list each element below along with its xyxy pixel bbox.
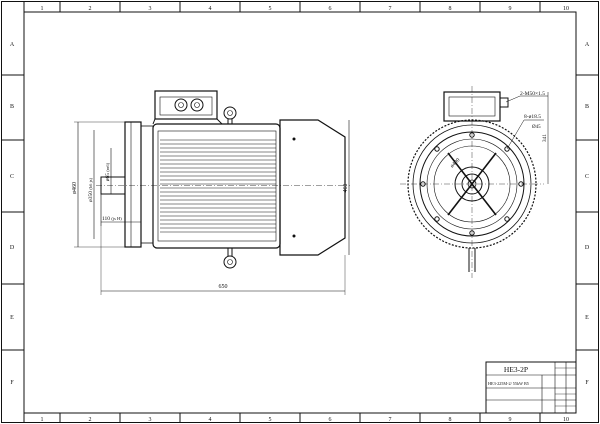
col-label: 9 [509, 417, 512, 423]
row-label: C [585, 174, 589, 180]
row-label: F [585, 380, 589, 386]
title-text: HE3-2P [504, 365, 528, 374]
row-label: F [10, 380, 14, 386]
dim-flange-dia: ø350 [88, 191, 94, 202]
dim-shaft-dia: ø65 [105, 173, 111, 182]
end-view: 2-M50×1.5 8-ø18.5 Ø45 ø400 341 [400, 86, 549, 278]
row-label: E [10, 315, 14, 321]
title-block: HE3-2P HE3-225M-2/ 55kW B5 [485, 361, 577, 414]
col-label: 4 [209, 417, 212, 423]
dim-shaft-len: 110 [102, 216, 110, 222]
row-label: B [585, 104, 589, 110]
col-label: 8 [449, 6, 452, 12]
column-zones: 1 2 3 4 5 6 7 8 9 10 1 2 3 4 5 6 7 8 9 1… [23, 1, 569, 423]
model-text: HE3-225M-2/ 55kW B5 [488, 381, 529, 386]
col-label: 1 [41, 417, 44, 423]
col-label: 6 [329, 6, 332, 12]
terminal-box [154, 90, 218, 120]
col-label: 8 [449, 417, 452, 423]
col-label: 4 [209, 6, 212, 12]
col-label: 5 [269, 6, 272, 12]
bolt-hole [434, 146, 440, 152]
flange [124, 121, 142, 248]
cable-gland [174, 98, 188, 112]
flange-spigot [140, 125, 154, 244]
col-label: 2 [89, 6, 92, 12]
col-label: 6 [329, 417, 332, 423]
col-label: 1 [41, 6, 44, 12]
bolt-hole [504, 216, 510, 222]
lifting-eye [223, 106, 237, 120]
fan-cowl [279, 119, 346, 256]
dim-shaft-tol: (m6) [105, 162, 110, 171]
motor-body [152, 123, 281, 249]
col-label: 7 [389, 6, 392, 12]
bolt-hole [504, 146, 510, 152]
row-label: D [10, 245, 15, 251]
cooling-fins [160, 139, 276, 233]
row-label: B [10, 104, 14, 110]
dim-holes: 8-ø18.5 [524, 114, 541, 120]
col-label: 9 [509, 6, 512, 12]
row-label: A [585, 42, 590, 48]
cable-gland-end [499, 97, 509, 108]
bolt-hole [434, 216, 440, 222]
row-label: C [10, 174, 14, 180]
col-label: 3 [149, 6, 152, 12]
dim-pcd-leader: Ø45 [532, 125, 541, 130]
dim-center-height: 461 [343, 184, 349, 193]
row-label: E [585, 315, 589, 321]
dim-flange-tol: (h6 js) [88, 178, 93, 190]
col-label: 10 [563, 417, 569, 423]
dim-overall-height: ø460 [72, 182, 78, 194]
col-label: 7 [389, 417, 392, 423]
dim-cable-entry: 2-M50×1.5 [520, 91, 545, 97]
col-label: 10 [563, 6, 569, 12]
row-zones: A B C D E F A B C D E F [1, 42, 599, 386]
col-label: 3 [149, 417, 152, 423]
cable-gland [190, 98, 204, 112]
row-label: A [10, 42, 15, 48]
row-label: D [585, 245, 590, 251]
side-view: ø460 ø350 (h6 js) ø65 (m6) 110 (js H) 46… [72, 90, 350, 295]
dim-length: 650 [219, 284, 228, 290]
col-label: 2 [89, 417, 92, 423]
dim-width: 341 [542, 134, 548, 143]
svg-text:ø65 (m6): ø65 (m6) [105, 162, 111, 181]
svg-text:110 (js H): 110 (js H) [102, 216, 122, 222]
lifting-eye [223, 255, 237, 269]
svg-text:ø350 (h6 js): ø350 (h6 js) [88, 178, 94, 203]
dim-shaft-len-tol: (js H) [111, 216, 122, 221]
col-label: 5 [269, 417, 272, 423]
